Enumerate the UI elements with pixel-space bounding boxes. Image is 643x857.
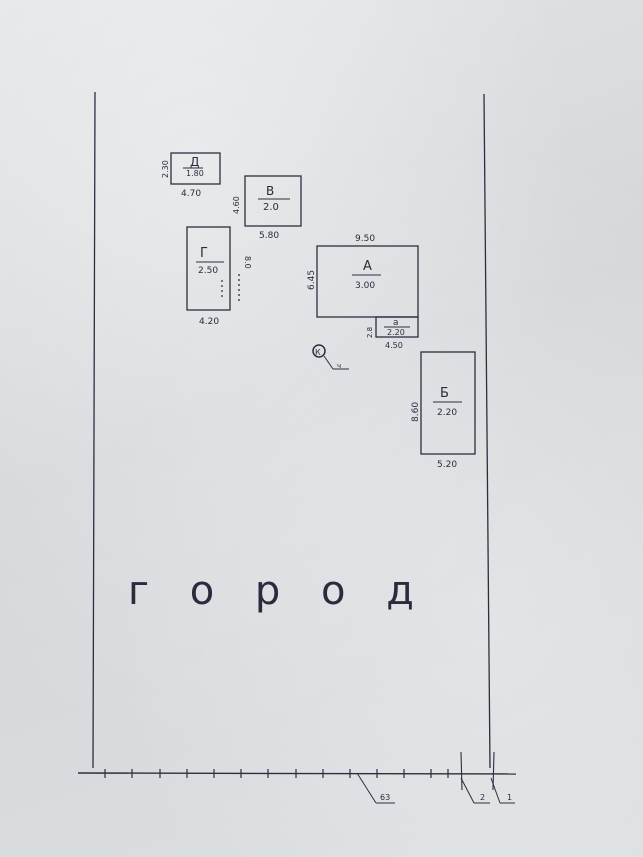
building-b-letter: Б bbox=[440, 386, 449, 401]
garden-label: г о р о д bbox=[128, 568, 428, 614]
building-a1: а 2.20 4.50 2.8 bbox=[366, 316, 419, 350]
building-d-area: 1.80 bbox=[186, 169, 204, 178]
building-g-height: 8.0 bbox=[243, 256, 252, 269]
bottom-dimension-label: 63 bbox=[380, 793, 390, 802]
building-b-width: 5.20 bbox=[437, 460, 457, 470]
building-a-letter: А bbox=[363, 259, 372, 274]
building-a-area: 3.00 bbox=[355, 281, 375, 291]
well-letter: К bbox=[315, 348, 321, 357]
building-a: А 3.00 9.50 6.45 bbox=[307, 234, 419, 318]
well-note: ч bbox=[337, 362, 341, 370]
building-d-letter: Д bbox=[190, 155, 199, 169]
building-v-width: 5.80 bbox=[259, 231, 279, 241]
building-a1-width: 4.50 bbox=[385, 341, 403, 350]
building-v-height: 4.60 bbox=[232, 196, 241, 214]
building-a-height: 6.45 bbox=[307, 270, 317, 290]
bottom-boundary-line bbox=[77, 772, 517, 775]
building-b-area: 2.20 bbox=[437, 408, 457, 418]
bottom-dimension-leader bbox=[356, 772, 377, 804]
right-offset-tick-a bbox=[460, 751, 463, 791]
building-d: Д 1.80 4.70 2.30 bbox=[161, 152, 221, 199]
building-g-letter: Г bbox=[200, 246, 208, 261]
building-g-width: 4.20 bbox=[199, 317, 219, 327]
building-a1-letter: а bbox=[393, 318, 399, 328]
building-a1-area: 2.20 bbox=[387, 328, 405, 337]
building-v-letter: В bbox=[266, 184, 274, 198]
well-marker: К ч bbox=[312, 344, 349, 370]
right-dimension-label-b: 1 bbox=[507, 793, 512, 802]
building-b: Б 2.20 5.20 8.60 bbox=[411, 351, 476, 470]
right-dimension-leader-b bbox=[490, 777, 501, 804]
right-dimension-label-a: 2 bbox=[480, 793, 485, 802]
building-g: Г 2.50 4.20 8.0 bbox=[186, 226, 252, 327]
bottom-ticks bbox=[104, 769, 449, 778]
right-dimension-leader-a bbox=[460, 777, 475, 804]
building-a1-height: 2.8 bbox=[366, 327, 374, 338]
right-boundary-line bbox=[483, 93, 491, 769]
building-a-width: 9.50 bbox=[355, 234, 375, 244]
building-v-area: 2.0 bbox=[263, 202, 279, 213]
left-boundary-line bbox=[92, 91, 96, 769]
building-d-width: 4.70 bbox=[181, 189, 201, 199]
building-d-height: 2.30 bbox=[161, 160, 170, 178]
building-v: В 2.0 5.80 4.60 bbox=[232, 175, 302, 241]
building-g-area: 2.50 bbox=[198, 266, 218, 276]
building-b-height: 8.60 bbox=[411, 402, 421, 422]
